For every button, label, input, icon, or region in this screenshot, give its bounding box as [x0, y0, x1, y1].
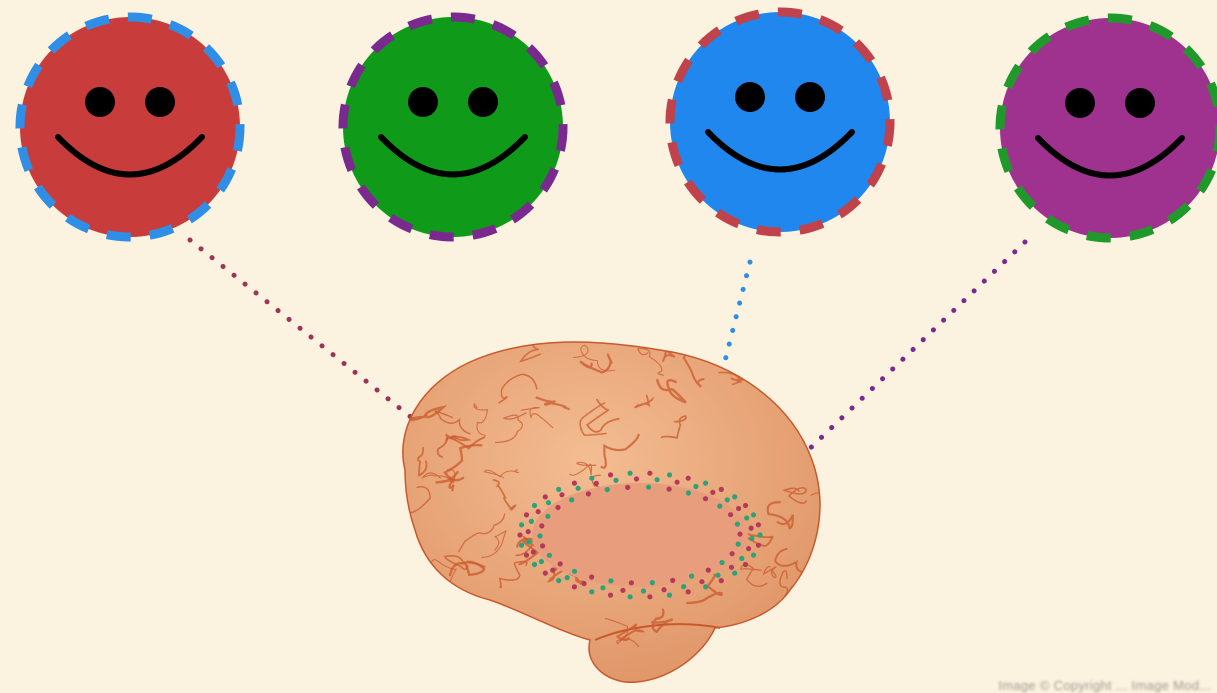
face-red-icon	[20, 17, 240, 237]
connector-face-red	[190, 240, 412, 418]
face-purple-icon	[1000, 18, 1217, 238]
left-eye	[85, 87, 115, 117]
face-blue-icon	[670, 12, 890, 232]
left-eye	[1065, 88, 1095, 118]
left-eye	[408, 87, 438, 117]
language-region	[532, 483, 748, 587]
image-credit: Image © Copyright ... Image Mod...	[998, 678, 1211, 693]
right-eye	[1125, 88, 1155, 118]
right-eye	[468, 87, 498, 117]
left-eye	[735, 82, 765, 112]
connector-face-purple	[800, 242, 1025, 458]
face-green-icon	[343, 17, 563, 237]
brain-icon	[394, 321, 852, 682]
right-eye	[145, 87, 175, 117]
smiley-faces	[20, 12, 1217, 238]
right-eye	[795, 82, 825, 112]
